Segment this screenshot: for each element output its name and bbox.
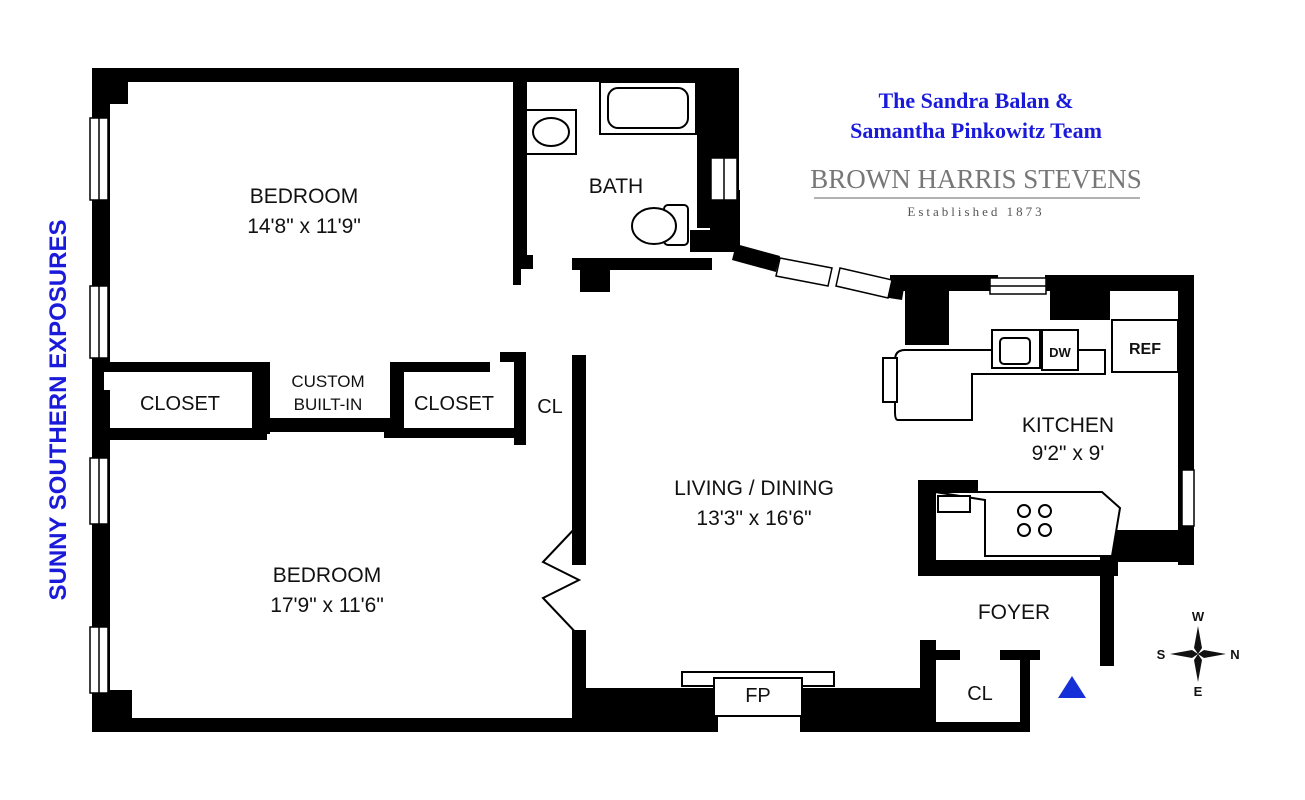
side-label: SUNNY SOUTHERN EXPOSURES [45, 220, 72, 601]
windows [89, 117, 1195, 694]
closet-cl-foyer: CL [967, 683, 993, 705]
team-line2: Samantha Pinkowitz Team [850, 118, 1102, 143]
bath-name: BATH [589, 175, 643, 198]
living-name: LIVING / DINING [674, 477, 834, 500]
bath-fixtures [525, 81, 697, 246]
entry-arrow-icon [1058, 676, 1086, 698]
closet-cl-upper: CL [537, 396, 563, 418]
kitchen-name: KITCHEN [1022, 414, 1114, 437]
bedroom1-name: BEDROOM [250, 185, 359, 208]
custom-builtin-line1: CUSTOM [291, 372, 364, 391]
kitchen-fixtures [882, 319, 1179, 557]
bedroom1-size: 14'8" x 11'9" [247, 215, 361, 238]
toilet [631, 204, 689, 246]
compass-south: S [1157, 647, 1166, 662]
refrigerator [1111, 319, 1179, 373]
dishwasher [1041, 329, 1079, 371]
bedroom2-size: 17'9" x 11'6" [270, 594, 384, 617]
foyer-name: FOYER [978, 601, 1050, 624]
refrigerator-label: REF [1129, 341, 1161, 358]
team-line1: The Sandra Balan & [879, 88, 1074, 113]
compass-north: N [1230, 647, 1239, 662]
closet-right: CLOSET [414, 393, 494, 415]
company-logo: BROWN HARRIS STEVENS [810, 164, 1142, 194]
custom-builtin-line2: BUILT-IN [294, 395, 363, 414]
living-size: 13'3" x 16'6" [696, 507, 811, 530]
dishwasher-label: DW [1049, 345, 1071, 360]
compass-west: W [1192, 609, 1205, 624]
bedroom2-name: BEDROOM [273, 564, 382, 587]
fireplace-label: FP [745, 685, 771, 707]
compass-icon [1170, 626, 1226, 682]
fireplace [681, 671, 835, 717]
compass-east: E [1194, 684, 1203, 699]
bifold-door[interactable] [541, 523, 582, 637]
kitchen-size: 9'2" x 9' [1032, 442, 1105, 465]
closet-left: CLOSET [140, 393, 220, 415]
established-text: Established 1873 [907, 204, 1044, 219]
